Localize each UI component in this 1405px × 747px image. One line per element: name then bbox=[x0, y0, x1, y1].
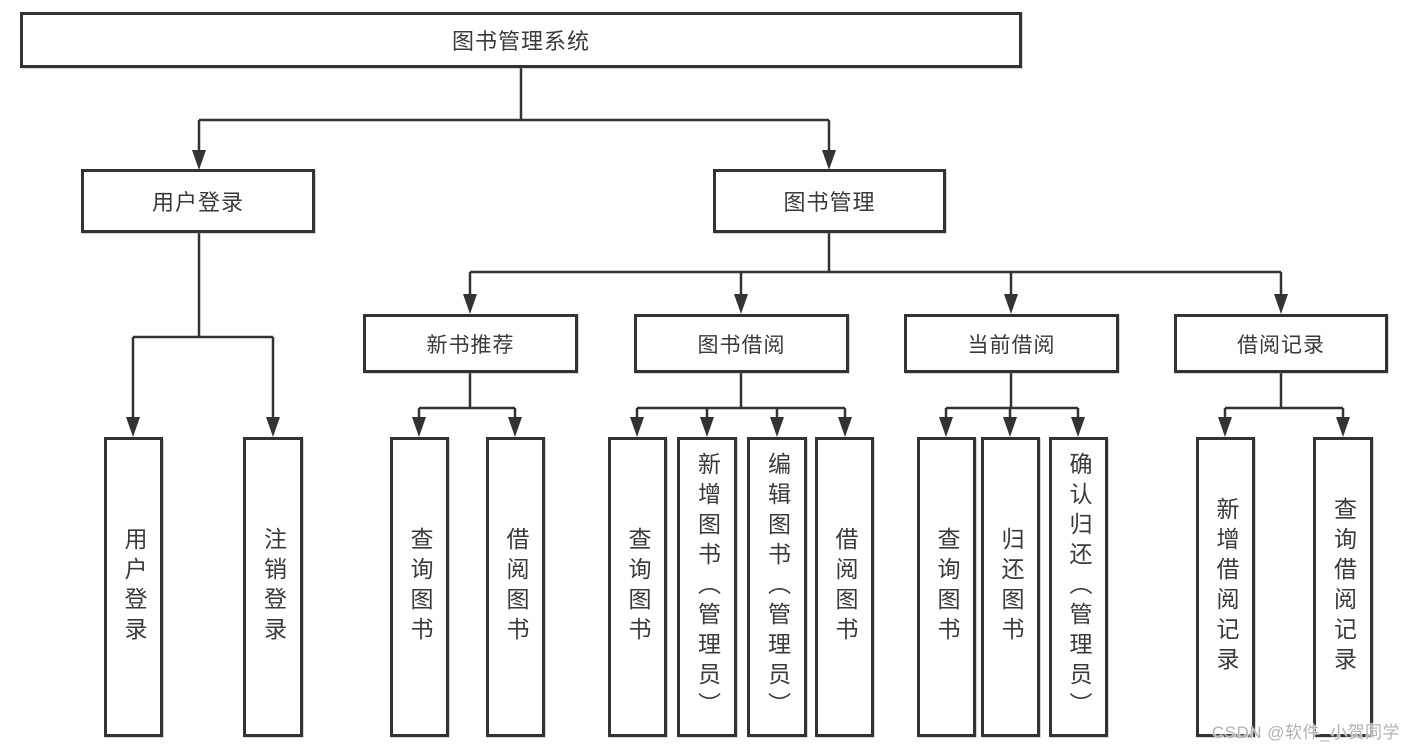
node-user-login: 用户登录 bbox=[81, 169, 315, 233]
leaf-return-books: 归还图书 bbox=[981, 437, 1040, 737]
node-book-borrowing: 图书借阅 bbox=[634, 314, 849, 373]
leaf-borrow-books: 借阅图书 bbox=[815, 437, 874, 737]
leaf-query-borrow-records: 查询借阅记录 bbox=[1313, 437, 1373, 737]
node-label: 新书推荐 bbox=[426, 333, 515, 357]
leaf-add-borrow-record: 新增借阅记录 bbox=[1196, 437, 1255, 737]
leaf-label: 归还图书 bbox=[998, 527, 1024, 647]
node-label: 借阅记录 bbox=[1237, 333, 1325, 357]
leaf-borrow-query-books: 查询图书 bbox=[608, 437, 667, 737]
node-label: 用户登录 bbox=[151, 190, 244, 215]
leaf-label: 查询图书 bbox=[407, 527, 433, 647]
node-label: 当前借阅 bbox=[967, 333, 1056, 357]
leaf-label: 新增图书（管理员） bbox=[694, 452, 721, 722]
watermark: CSDN @软件_小贺同学 bbox=[1211, 723, 1400, 742]
leaf-add-books-admin: 新增图书（管理员） bbox=[677, 437, 737, 737]
node-label: 图书管理系统 bbox=[451, 29, 590, 54]
leaf-current-query-books: 查询图书 bbox=[917, 437, 976, 737]
node-borrowing-records: 借阅记录 bbox=[1174, 314, 1388, 373]
leaf-label: 确认归还（管理员） bbox=[1066, 452, 1092, 722]
leaf-label: 注销登录 bbox=[260, 527, 287, 647]
node-label: 图书借阅 bbox=[697, 333, 786, 357]
leaf-user-login: 用户登录 bbox=[104, 437, 163, 737]
leaf-label: 查询图书 bbox=[934, 527, 960, 647]
leaf-label: 新增借阅记录 bbox=[1213, 497, 1239, 677]
leaf-recommend-query-books: 查询图书 bbox=[390, 437, 449, 737]
leaf-label: 借阅图书 bbox=[503, 527, 529, 647]
leaf-confirm-return-admin: 确认归还（管理员） bbox=[1049, 437, 1108, 737]
leaf-logout: 注销登录 bbox=[243, 437, 303, 737]
node-new-book-recommendation: 新书推荐 bbox=[363, 314, 578, 373]
node-current-borrowing: 当前借阅 bbox=[904, 314, 1119, 373]
node-label: 图书管理 bbox=[783, 190, 876, 215]
leaf-label: 借阅图书 bbox=[832, 527, 858, 647]
leaf-recommend-borrow-books: 借阅图书 bbox=[486, 437, 545, 737]
leaf-label: 用户登录 bbox=[121, 527, 147, 647]
leaf-label: 查询借阅记录 bbox=[1330, 497, 1357, 677]
leaf-label: 编辑图书（管理员） bbox=[764, 452, 791, 722]
leaf-label: 查询图书 bbox=[625, 527, 651, 647]
leaf-edit-books-admin: 编辑图书（管理员） bbox=[747, 437, 807, 737]
node-book-management: 图书管理 bbox=[713, 169, 946, 233]
node-library-management-system: 图书管理系统 bbox=[20, 12, 1022, 68]
